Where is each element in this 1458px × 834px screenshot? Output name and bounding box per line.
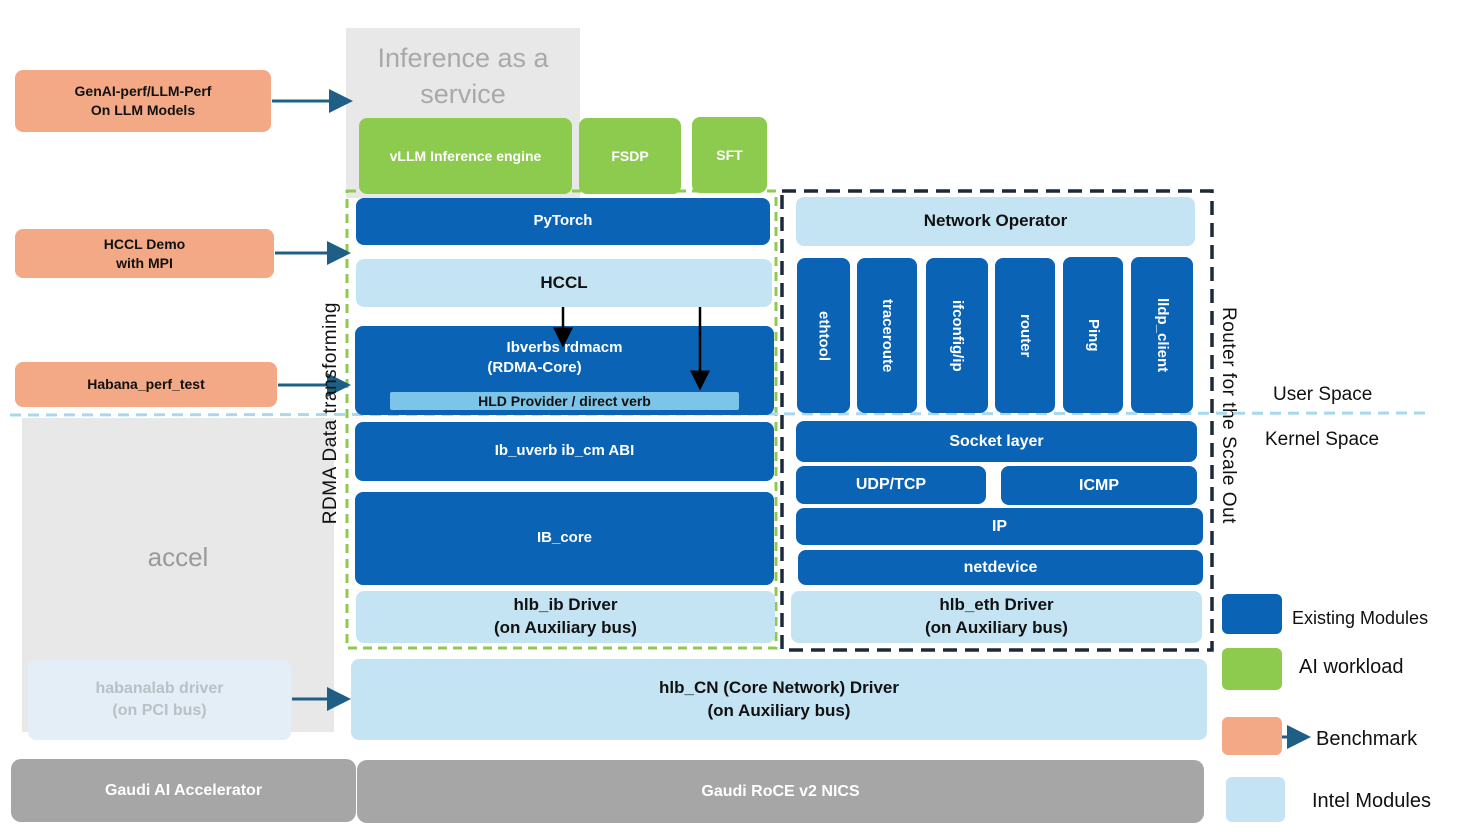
genai-perf-line1: GenAI-perf/LLM-Perf [74, 83, 212, 100]
inference-service-label: Inference as a service [377, 43, 549, 109]
hlb-ib-line1: hlb_ib Driver [513, 595, 618, 615]
hccl-demo-line2: with MPI [116, 254, 173, 271]
ibverbs-line2: (RDMA-Core) [487, 359, 582, 377]
habana-perf-test-box: Habana_perf_test [15, 362, 277, 407]
gaudi-accelerator-box: Gaudi AI Accelerator [11, 759, 356, 822]
habanalab-line1: habanalab driver [95, 680, 224, 698]
ip-label: IP [991, 517, 1008, 535]
vllm-box: vLLM Inference engine [359, 118, 572, 194]
hld-provider-box: HLD Provider / direct verb [390, 392, 739, 410]
legend-swatch-existing [1222, 594, 1282, 634]
gaudi-nics-box: Gaudi RoCE v2 NICS [357, 760, 1204, 823]
tool-router: router [995, 258, 1055, 413]
hlb-eth-line1: hlb_eth Driver [939, 595, 1054, 615]
hccl-box: HCCL [356, 259, 772, 307]
legend-swatch-ai-workload [1222, 648, 1282, 690]
habanalab-driver-box: habanalab driver (on PCI bus) [28, 660, 291, 740]
pytorch-label: PyTorch [533, 212, 593, 230]
tool-lldp-client: lldp_client [1131, 257, 1193, 413]
vllm-label: vLLM Inference engine [389, 147, 542, 164]
socket-layer-label: Socket layer [949, 432, 1044, 450]
hlb-cn-line1: hlb_CN (Core Network) Driver [659, 677, 899, 697]
hlb-ib-line2: (on Auxiliary bus) [494, 618, 637, 637]
scale-out-boundary [780, 189, 1214, 652]
ip-box: IP [796, 508, 1203, 545]
gaudi-accelerator-label: Gaudi AI Accelerator [104, 781, 263, 799]
netdevice-label: netdevice [963, 558, 1038, 576]
tool-router-label: router [1017, 313, 1035, 358]
genai-perf-line2: On LLM Models [90, 102, 196, 118]
sft-label: SFT [716, 146, 743, 163]
genai-perf-box: GenAI-perf/LLM-Perf On LLM Models [15, 70, 271, 132]
tool-ifconfig-label: ifconfig/ip [949, 299, 967, 372]
udp-tcp-label: UDP/TCP [855, 476, 927, 494]
udp-tcp-box: UDP/TCP [796, 466, 986, 504]
hld-provider-label: HLD Provider / direct verb [478, 392, 651, 409]
hccl-demo-box: HCCL Demo with MPI [15, 229, 274, 278]
netdevice-box: netdevice [798, 550, 1203, 585]
pytorch-box: PyTorch [356, 198, 770, 245]
tool-traceroute: traceroute [857, 258, 917, 413]
kernel-space-label: Kernel Space [1265, 429, 1380, 450]
gaudi-nics-label: Gaudi RoCE v2 NICS [701, 782, 860, 800]
habana-perf-test-label: Habana_perf_test [87, 376, 205, 393]
tool-traceroute-label: traceroute [879, 298, 897, 373]
hlb-ib-driver-box: hlb_ib Driver (on Auxiliary bus) [356, 591, 775, 643]
legend-swatch-benchmark [1222, 717, 1282, 755]
hlb-eth-line2: (on Auxiliary bus) [925, 618, 1068, 637]
icmp-box: ICMP [1001, 466, 1197, 505]
sft-box: SFT [692, 117, 767, 193]
hlb-cn-line2: (on Auxiliary bus) [707, 700, 851, 720]
icmp-label: ICMP [1079, 476, 1119, 494]
hccl-demo-line1: HCCL Demo [103, 235, 186, 252]
hlb-cn-driver-box: hlb_CN (Core Network) Driver (on Auxilia… [351, 659, 1207, 740]
socket-layer-box: Socket layer [796, 421, 1197, 462]
legend-label-intel: Intel Modules [1312, 790, 1431, 812]
ib-core-box: IB_core [355, 492, 774, 585]
ibverbs-line1: Ibverbs rdmacm [506, 339, 623, 356]
network-operator-box: Network Operator [796, 197, 1195, 246]
tool-ping-label: Ping [1085, 318, 1103, 352]
accel-label: accel [147, 541, 209, 572]
tool-ping: Ping [1063, 257, 1123, 413]
fsdp-box: FSDP [579, 118, 681, 194]
router-scale-out-label: Router for the Scale Out [1218, 307, 1239, 524]
tool-ifconfig: ifconfig/ip [926, 258, 988, 413]
legend-label-existing: Existing Modules [1292, 608, 1429, 628]
legend-swatch-intel [1226, 777, 1285, 822]
legend-label-benchmark: Benchmark [1316, 728, 1418, 750]
ib-core-label: IB_core [536, 529, 593, 547]
user-space-label: User Space [1273, 384, 1373, 405]
network-operator-label: Network Operator [923, 211, 1068, 231]
hlb-eth-driver-box: hlb_eth Driver (on Auxiliary bus) [791, 591, 1202, 643]
legend-label-ai-workload: AI workload [1299, 656, 1404, 678]
fsdp-label: FSDP [611, 147, 649, 164]
tool-ethtool-label: ethtool [815, 310, 833, 361]
ib-uverb-label: Ib_uverb ib_cm ABI [494, 442, 635, 460]
hccl-label: HCCL [540, 272, 588, 292]
ib-uverb-box: Ib_uverb ib_cm ABI [355, 422, 774, 481]
habanalab-line2: (on PCI bus) [112, 702, 207, 719]
tool-lldp-client-label: lldp_client [1154, 297, 1172, 373]
tool-ethtool: ethtool [797, 258, 850, 413]
